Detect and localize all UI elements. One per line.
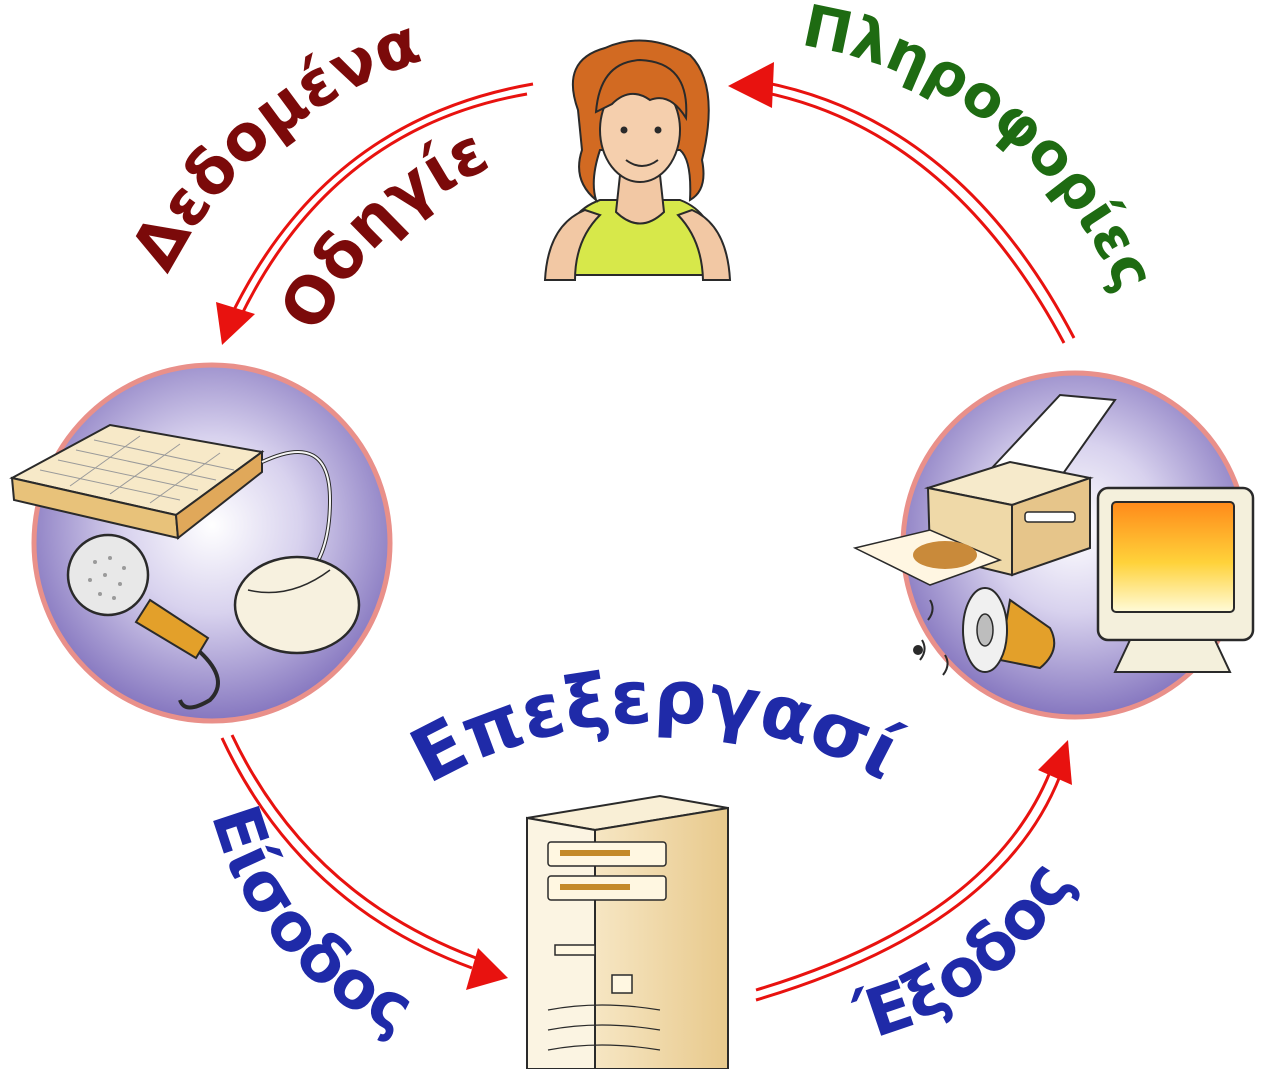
- arrow-output-to-user: [728, 62, 1076, 344]
- svg-text:Πληροφορίες: Πληροφορίες: [797, 0, 1168, 301]
- computer-tower-icon: [526, 794, 729, 1069]
- person-icon: [543, 39, 732, 281]
- speaker-icon: [913, 587, 1056, 676]
- output-devices-icon: [852, 370, 1255, 720]
- input-devices-icon: [9, 362, 393, 724]
- arrowhead-left-icon: [728, 62, 774, 108]
- arrowhead-up-icon: [1038, 740, 1072, 785]
- arrow-input-to-processing: [220, 734, 508, 990]
- monitor-icon: [1096, 486, 1255, 673]
- mouse-icon: [233, 555, 361, 655]
- arrowhead-down-left-icon: [216, 302, 255, 345]
- arrow-processing-to-output: [755, 740, 1072, 1002]
- svg-text:Είσοδος: Είσοδος: [196, 796, 425, 1049]
- label-information: Πληροφορίες: [797, 0, 1169, 301]
- printer-icon: [852, 393, 1117, 586]
- arrowhead-right-icon: [466, 948, 508, 990]
- microphone-icon: [66, 533, 220, 710]
- arrow-user-to-input: [216, 82, 534, 345]
- label-input: Είσοδος: [196, 796, 426, 1050]
- keyboard-icon: [9, 423, 265, 540]
